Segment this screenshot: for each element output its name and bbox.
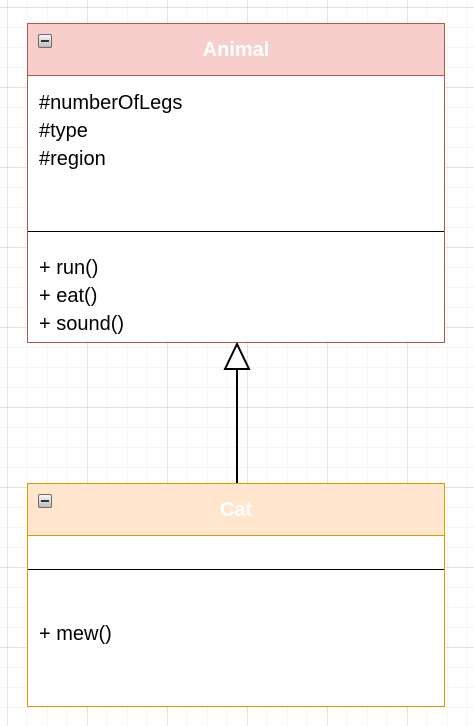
attribute-item: #region	[39, 148, 106, 170]
attribute-item: #type	[39, 120, 88, 142]
attribute-item: #numberOfLegs	[39, 92, 183, 114]
class-cat-header[interactable]: Cat	[28, 484, 444, 536]
collapse-icon[interactable]	[38, 494, 52, 508]
collapse-icon[interactable]	[38, 34, 52, 48]
class-animal-name: Animal	[202, 39, 270, 61]
method-item: + run()	[39, 257, 99, 279]
class-animal-methods: + run() + eat() + sound()	[28, 232, 444, 338]
method-item: + eat()	[39, 285, 98, 307]
class-cat-attributes	[28, 536, 444, 570]
method-item: + sound()	[39, 313, 125, 335]
class-cat[interactable]: Cat + mew()	[27, 483, 445, 707]
class-cat-methods: + mew()	[28, 570, 444, 648]
generalization-arrowhead	[223, 341, 251, 370]
class-animal[interactable]: Animal #numberOfLegs #type #region + run…	[27, 23, 445, 343]
class-animal-header[interactable]: Animal	[28, 24, 444, 76]
method-item: + mew()	[39, 623, 112, 645]
class-animal-attributes: #numberOfLegs #type #region	[28, 76, 444, 232]
class-cat-name: Cat	[219, 499, 253, 521]
